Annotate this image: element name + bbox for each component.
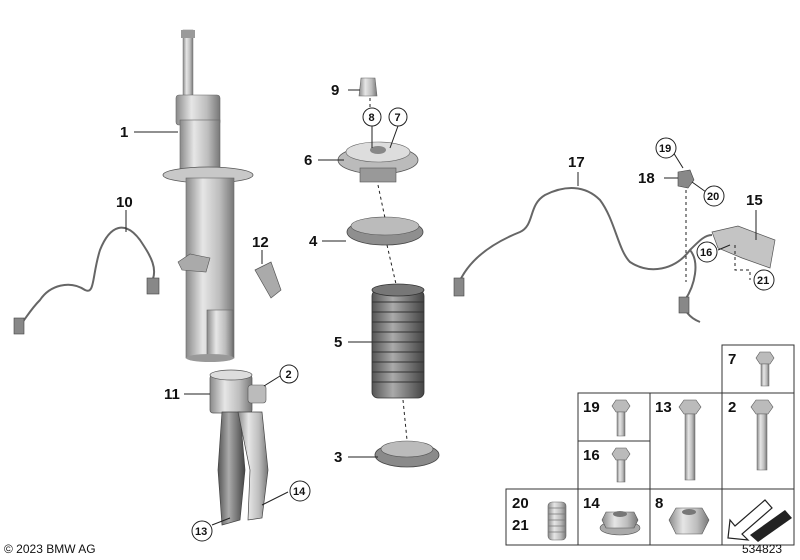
copyright-text: © 2023 BMW AG: [4, 542, 96, 556]
callout-21-circle: [753, 269, 775, 291]
callout-13-circle: [191, 520, 213, 542]
callout-21: 21: [757, 275, 769, 287]
shock-absorber-strut: [162, 29, 254, 362]
callout-15: 15: [746, 192, 763, 209]
bolt-16: [611, 447, 631, 483]
diagram-number: 534823: [742, 542, 783, 556]
callout-19-circle: [655, 137, 677, 159]
assembly-axis-line: [369, 98, 408, 441]
sensor-harness: [453, 187, 713, 323]
stopper-part: [358, 77, 378, 97]
grid-label-19: 19: [583, 399, 600, 416]
callout-14-circle: [289, 480, 311, 502]
bolt-2: [750, 399, 774, 471]
flange-nut: [599, 511, 641, 536]
bolt-7: [755, 351, 775, 387]
grid-label-13: 13: [655, 399, 672, 416]
callout-16-circle: [696, 241, 718, 263]
callout-5: 5: [334, 334, 342, 351]
callout-2-circle: [279, 364, 299, 384]
callout-9: 9: [331, 82, 339, 99]
callout-20: 20: [707, 191, 719, 203]
holder-axis-line: [734, 245, 751, 280]
callout-20-circle: [703, 185, 725, 207]
callout-18: 18: [638, 170, 655, 187]
grid-label-7: 7: [728, 351, 736, 368]
protective-bellow: [371, 283, 425, 399]
callout-17: 17: [568, 154, 585, 171]
grid-label-20: 20: [512, 495, 529, 512]
strut-fork: [209, 369, 269, 526]
callout-8-circle: [362, 107, 382, 127]
callout-7-circle: [388, 107, 408, 127]
callout-10: 10: [116, 194, 133, 211]
callout-3: 3: [334, 449, 342, 466]
callout-19: 19: [659, 143, 671, 155]
clip-part: [677, 169, 695, 189]
callout-2: 2: [286, 369, 292, 381]
arrow-icon: [727, 499, 792, 542]
callout-14: 14: [293, 486, 306, 498]
callout-8: 8: [369, 112, 375, 124]
lower-spring-pad: [374, 440, 440, 468]
threaded-insert: [547, 501, 567, 541]
grid-label-2: 2: [728, 399, 736, 416]
leader-lines: [125, 89, 757, 526]
upper-spring-pad: [346, 216, 424, 246]
callout-16: 16: [700, 247, 712, 259]
callout-6: 6: [304, 152, 312, 169]
support-bearing: [337, 141, 419, 183]
callout-7: 7: [395, 112, 401, 124]
grid-label-21: 21: [512, 517, 529, 534]
bolt-13: [678, 399, 702, 481]
callout-12: 12: [252, 234, 269, 251]
grid-label-14: 14: [583, 495, 600, 512]
hex-nut: [668, 507, 710, 535]
holder-part: [711, 225, 776, 269]
callout-11: 11: [164, 386, 180, 403]
callout-4: 4: [309, 233, 318, 250]
bolt-19: [611, 399, 631, 437]
bracket-part: [254, 261, 282, 299]
callout-13: 13: [195, 526, 207, 538]
wear-sensor-cable: [13, 226, 160, 335]
fastener-grid: [505, 344, 795, 546]
callout-1: 1: [120, 124, 128, 141]
grid-label-8: 8: [655, 495, 663, 512]
grid-label-16: 16: [583, 447, 600, 464]
